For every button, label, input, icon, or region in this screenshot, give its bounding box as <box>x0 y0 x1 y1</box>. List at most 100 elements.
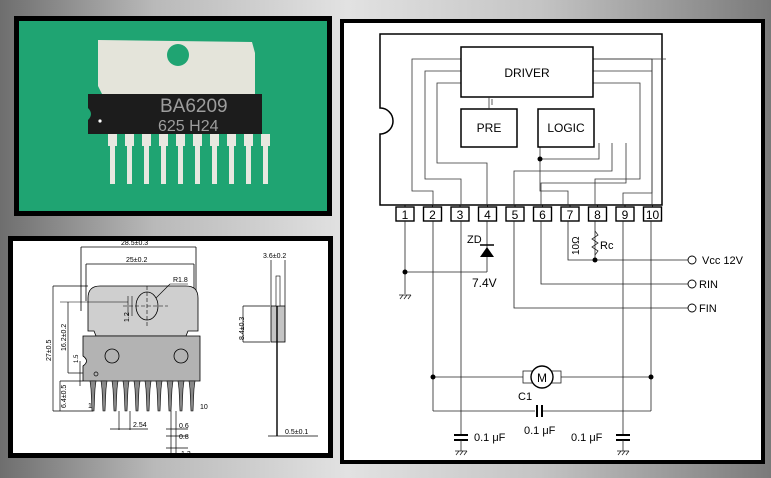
zener-diode <box>480 247 494 257</box>
photo-lead-leg <box>161 144 166 184</box>
cap-left-label: 0.1 μF <box>474 432 506 444</box>
dim-lead-width-1: 0.6 <box>179 423 189 430</box>
dim-total-height: 27±0.5 <box>46 340 53 361</box>
pin-box <box>477 206 498 222</box>
fin-terminal <box>687 303 697 313</box>
tab-mounting-hole <box>167 44 189 66</box>
dim-pitch: 2.54 <box>133 422 147 429</box>
ic-photo: BA6209 625 H24 <box>19 21 327 211</box>
part-marking-1: BA6209 <box>160 96 228 117</box>
dim-lead-thickness: 0.5±0.1 <box>285 429 308 436</box>
photo-lead-leg <box>178 144 183 184</box>
pin-box <box>587 206 608 222</box>
cap-mid-label: 0.1 μF <box>524 425 556 437</box>
pre-label: PRE <box>477 121 502 135</box>
ic-leads <box>108 134 270 184</box>
pin-box <box>615 206 635 222</box>
ground-symbols <box>399 294 630 456</box>
pin-box <box>422 206 443 222</box>
rin-label: RIN <box>699 279 718 291</box>
drawing-body <box>82 335 201 382</box>
drawing-lead <box>144 380 152 412</box>
zd-label: ZD <box>467 234 482 246</box>
photo-lead <box>125 134 134 146</box>
pin-number: 10 <box>646 208 660 222</box>
driver-block <box>460 46 594 98</box>
pin-box <box>532 206 553 222</box>
pin-number: 7 <box>567 208 574 222</box>
pin-box <box>505 206 525 222</box>
cap-right-label: 0.1 μF <box>571 432 603 444</box>
resistor-rc <box>591 230 599 256</box>
ic-photo-panel: BA6209 625 H24 <box>14 16 332 216</box>
photo-lead-leg <box>144 144 149 184</box>
ic-body <box>88 94 262 134</box>
dim-hole-radius: R1.8 <box>173 277 188 284</box>
pin-box <box>450 206 470 222</box>
dim-lead-width-3: 1.3 <box>181 451 191 458</box>
dim-hole-offset: 1.2 <box>124 312 131 322</box>
dim-lead-length: 6.4±0.5 <box>61 385 68 408</box>
ic-outline <box>379 33 663 206</box>
drawing-lead <box>89 380 97 412</box>
pin-number: 6 <box>539 208 546 222</box>
drawing-lead <box>111 380 119 412</box>
dim-thickness: 3.6±0.2 <box>263 253 286 260</box>
part-marking-2: 625 H24 <box>158 118 219 135</box>
photo-lead <box>159 134 168 146</box>
photo-lead <box>108 134 117 146</box>
pin-label-last: 10 <box>200 404 208 411</box>
dim-body-gap: 1.5 <box>74 354 80 363</box>
photo-lead <box>244 134 253 146</box>
logic-block <box>537 108 595 148</box>
r10-label: 10Ω <box>571 236 582 255</box>
pin-box <box>642 206 663 222</box>
photo-lead <box>193 134 202 146</box>
dimension-drawing: 28.5±0.3 25±0.2 R1.8 1.2 27±0.5 16.2±0.2… <box>13 240 328 458</box>
drawing-lead <box>122 380 130 412</box>
pin-label-first: 1 <box>88 403 92 410</box>
motor-symbol <box>530 365 554 389</box>
dim-overall-width: 28.5±0.3 <box>121 240 148 247</box>
drawing-lead <box>188 380 196 412</box>
pin-number: 5 <box>512 208 519 222</box>
drawing-lead <box>100 380 108 412</box>
photo-lead-leg <box>246 144 251 184</box>
dim-body-height: 8.4±0.3 <box>239 317 246 340</box>
photo-lead <box>210 134 219 146</box>
drawing-lead <box>155 380 163 412</box>
pin-number: 3 <box>457 208 464 222</box>
rin-terminal <box>687 279 697 289</box>
pin1-marker <box>98 119 102 123</box>
vcc-label: Vcc 12V <box>702 255 744 267</box>
c1-label: C1 <box>518 391 532 403</box>
drawing-lead <box>177 380 185 412</box>
photo-lead-leg <box>229 144 234 184</box>
side-view-body <box>270 305 286 343</box>
drawing-lead <box>133 380 141 412</box>
photo-lead-leg <box>263 144 268 184</box>
fin-label: FIN <box>699 303 717 315</box>
pin-number: 8 <box>594 208 601 222</box>
motor-label: M <box>537 371 547 385</box>
pin-number: 9 <box>622 208 629 222</box>
heatsink-tab <box>98 40 255 94</box>
photo-lead-leg <box>195 144 200 184</box>
pin-number: 2 <box>429 208 436 222</box>
vcc-terminal <box>687 255 697 265</box>
dim-hole-to-body: 16.2±0.2 <box>61 324 68 351</box>
logic-label: LOGIC <box>547 121 585 135</box>
dim-lead-width-2: 0.8 <box>179 434 189 441</box>
photo-lead <box>261 134 270 146</box>
pin-box <box>560 206 580 222</box>
zd-voltage-label: 7.4V <box>472 276 497 290</box>
rc-label: Rc <box>600 240 614 252</box>
photo-lead <box>227 134 236 146</box>
drawing-leads <box>89 380 196 412</box>
photo-lead-leg <box>127 144 132 184</box>
photo-lead <box>176 134 185 146</box>
pin-number: 1 <box>402 208 409 222</box>
